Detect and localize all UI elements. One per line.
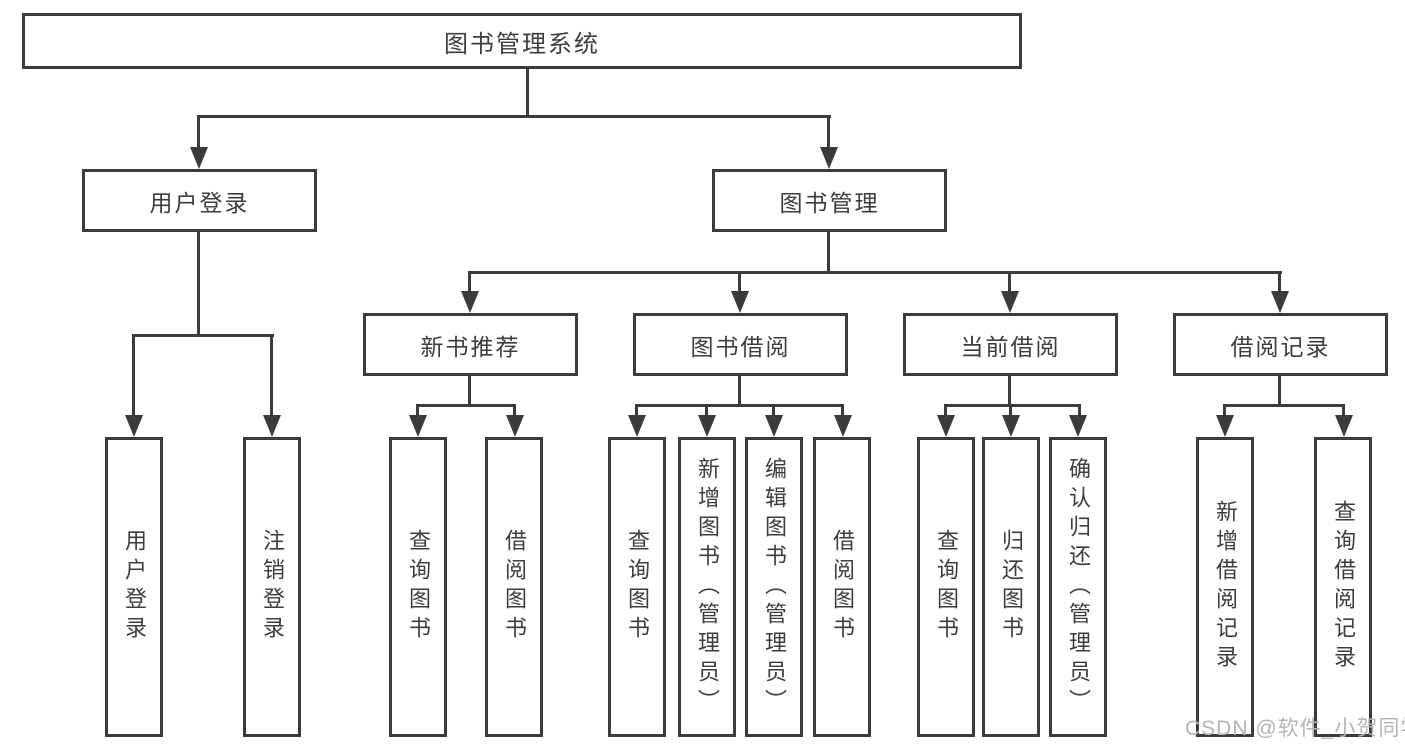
arrowhead-icon: [1216, 415, 1234, 437]
node-current-borrowing-label: 当前借阅: [960, 333, 1061, 360]
arrowhead-icon: [1069, 415, 1087, 437]
connector-line: [197, 115, 200, 149]
node-library-system: 图书管理系统: [22, 13, 1022, 69]
connector-line: [827, 115, 830, 149]
leaf-return-books: 归还图书: [982, 437, 1040, 737]
node-book-borrowing: 图书借阅: [633, 313, 848, 376]
arrowhead-icon: [409, 415, 427, 437]
connector-line: [841, 404, 844, 419]
connector-line: [635, 404, 844, 407]
arrowhead-icon: [820, 147, 838, 169]
arrowhead-icon: [1002, 415, 1020, 437]
leaf-logout: 注销登录: [243, 437, 301, 737]
connector-line: [1278, 271, 1281, 295]
node-borrowing-records-label: 借阅记录: [1230, 333, 1331, 360]
leaf-confirm-return-admin-label: 确认归还（管理员）: [1066, 456, 1091, 718]
watermark: CSDN @软件_小贺同学: [1185, 717, 1405, 740]
leaf-user-login-label: 用户登录: [122, 529, 147, 645]
arrowhead-icon: [731, 291, 749, 313]
arrowhead-icon: [461, 291, 479, 313]
connector-line: [635, 404, 638, 419]
leaf-add-borrow-record-label: 新增借阅记录: [1213, 500, 1238, 674]
arrowhead-icon: [506, 415, 524, 437]
connector-line: [705, 404, 708, 419]
leaf-add-borrow-record: 新增借阅记录: [1196, 437, 1254, 737]
arrowhead-icon: [1335, 415, 1353, 437]
node-user-login-label: 用户登录: [149, 189, 250, 216]
connector-line: [738, 376, 741, 407]
arrowhead-icon: [765, 415, 783, 437]
connector-line: [1009, 404, 1012, 419]
node-library-system-label: 图书管理系统: [444, 30, 600, 58]
connector-line: [468, 271, 1282, 274]
leaf-borrow-books-borrowing-label: 借阅图书: [830, 529, 855, 645]
leaf-edit-books-admin: 编辑图书（管理员）: [745, 437, 803, 737]
connector-line: [1342, 404, 1345, 419]
leaf-borrow-books-recommend: 借阅图书: [485, 437, 543, 737]
leaf-query-books-recommend-label: 查询图书: [406, 529, 431, 645]
connector-line: [1278, 376, 1281, 407]
node-new-book-recommend: 新书推荐: [363, 313, 578, 376]
connector-line: [468, 376, 471, 407]
arrowhead-icon: [937, 415, 955, 437]
connector-line: [1008, 271, 1011, 295]
arrowhead-icon: [834, 415, 852, 437]
leaf-query-books-recommend: 查询图书: [389, 437, 447, 737]
connector-line: [944, 404, 947, 419]
leaf-query-books-current: 查询图书: [917, 437, 975, 737]
arrowhead-icon: [125, 415, 143, 437]
connector-line: [132, 334, 274, 337]
connector-line: [526, 69, 529, 118]
leaf-borrow-books-borrowing: 借阅图书: [813, 437, 871, 737]
arrowhead-icon: [1001, 291, 1019, 313]
connector-line: [1078, 404, 1081, 419]
node-book-borrowing-label: 图书借阅: [690, 333, 791, 360]
connector-line: [1223, 404, 1345, 407]
leaf-add-books-admin-label: 新增图书（管理员）: [695, 456, 720, 718]
arrowhead-icon: [263, 415, 281, 437]
connector-line: [827, 232, 830, 273]
connector-line: [1223, 404, 1226, 419]
node-current-borrowing: 当前借阅: [903, 313, 1118, 376]
connector-line: [416, 404, 419, 419]
node-book-management-label: 图书管理: [779, 189, 880, 216]
connector-line: [772, 404, 775, 419]
leaf-query-books-borrowing-label: 查询图书: [625, 529, 650, 645]
node-book-management: 图书管理: [712, 169, 947, 232]
leaf-borrow-books-recommend-label: 借阅图书: [502, 529, 527, 645]
arrowhead-icon: [1271, 291, 1289, 313]
leaf-return-books-label: 归还图书: [999, 529, 1024, 645]
node-new-book-recommend-label: 新书推荐: [420, 333, 521, 360]
connector-line: [944, 404, 1081, 407]
node-user-login: 用户登录: [82, 169, 317, 232]
connector-line: [197, 115, 831, 118]
leaf-confirm-return-admin: 确认归还（管理员）: [1049, 437, 1107, 737]
connector-line: [468, 271, 471, 295]
connector-line: [1008, 376, 1011, 407]
leaf-query-books-current-label: 查询图书: [934, 529, 959, 645]
connector-line: [197, 232, 200, 336]
leaf-query-borrow-record: 查询借阅记录: [1314, 437, 1372, 737]
leaf-logout-label: 注销登录: [260, 529, 285, 645]
leaf-user-login: 用户登录: [105, 437, 163, 737]
node-borrowing-records: 借阅记录: [1173, 313, 1388, 376]
connector-line: [270, 334, 273, 419]
leaf-add-books-admin: 新增图书（管理员）: [678, 437, 736, 737]
connector-line: [738, 271, 741, 295]
connector-line: [416, 404, 516, 407]
arrowhead-icon: [628, 415, 646, 437]
leaf-edit-books-admin-label: 编辑图书（管理员）: [762, 456, 787, 718]
arrowhead-icon: [190, 147, 208, 169]
connector-line: [132, 334, 135, 419]
leaf-query-books-borrowing: 查询图书: [608, 437, 666, 737]
arrowhead-icon: [698, 415, 716, 437]
leaf-query-borrow-record-label: 查询借阅记录: [1331, 500, 1356, 674]
connector-line: [513, 404, 516, 419]
